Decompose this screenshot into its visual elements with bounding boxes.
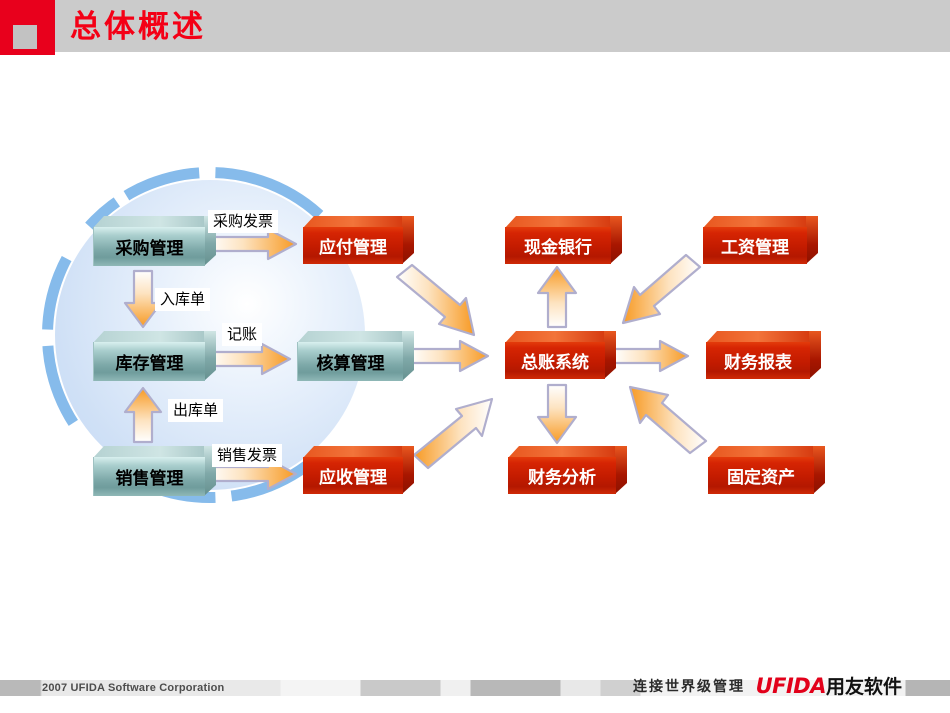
- box-cashbank[interactable]: 现金银行: [505, 216, 611, 264]
- box-side-face: [402, 216, 414, 264]
- arrow-gl-to-reports: [612, 339, 690, 373]
- arrow-assets-to-gl: [628, 385, 708, 455]
- flow-label-issue-note: 出库单: [168, 399, 224, 422]
- flow-label-receipt-note: 入库单: [155, 288, 211, 311]
- page-title: 总体概述: [70, 9, 206, 45]
- brand-name-en: UFIDA: [755, 674, 827, 698]
- arrow-receivable-to-gl: [412, 397, 494, 470]
- box-accounting[interactable]: 核算管理: [297, 331, 403, 381]
- box-top-face: [93, 216, 205, 228]
- box-top-face: [505, 331, 605, 343]
- box-label: 销售管理: [93, 457, 205, 496]
- box-sales[interactable]: 销售管理: [93, 446, 205, 496]
- box-label: 财务分析: [508, 457, 616, 494]
- footer-slogan: 连接世界级管理: [633, 679, 745, 695]
- box-label: 应收管理: [303, 457, 403, 494]
- box-receivable[interactable]: 应收管理: [303, 446, 403, 494]
- box-label: 库存管理: [93, 342, 205, 381]
- box-payroll[interactable]: 工资管理: [703, 216, 807, 264]
- box-side-face: [610, 216, 622, 264]
- box-top-face: [703, 216, 807, 228]
- arrow-sales-to-inventory: [123, 386, 163, 444]
- box-label: 总账系统: [505, 342, 605, 379]
- box-financial-analysis[interactable]: 财务分析: [508, 446, 616, 494]
- box-top-face: [303, 216, 403, 228]
- arrow-inventory-to-accounting: [206, 342, 292, 376]
- box-top-face: [508, 446, 616, 458]
- diagram-canvas: 采购管理 库存管理 销售管理 应付管理 核算管理 应收管理: [0, 55, 950, 670]
- box-top-face: [708, 446, 814, 458]
- flow-label-purchase-invoice: 采购发票: [208, 210, 279, 233]
- box-label: 工资管理: [703, 227, 807, 264]
- box-top-face: [303, 446, 403, 458]
- box-label: 财务报表: [706, 342, 810, 379]
- box-side-face: [615, 446, 627, 494]
- logo-inner-square: [13, 25, 37, 49]
- box-side-face: [204, 331, 216, 381]
- arrow-accounting-to-gl: [408, 339, 490, 373]
- arrow-payroll-to-gl: [621, 253, 702, 325]
- footer-brand: UFIDA用友软件: [756, 674, 902, 701]
- flow-label-sales-invoice: 销售发票: [212, 444, 283, 467]
- flow-label-bookkeeping: 记账: [222, 323, 263, 346]
- box-inventory[interactable]: 库存管理: [93, 331, 205, 381]
- box-top-face: [93, 446, 205, 458]
- box-label: 采购管理: [93, 227, 205, 266]
- box-payable[interactable]: 应付管理: [303, 216, 403, 264]
- box-top-face: [93, 331, 205, 343]
- box-top-face: [297, 331, 403, 343]
- arrow-purchase-to-inventory: [123, 269, 163, 329]
- brand-name-cn: 用友软件: [825, 676, 902, 698]
- box-label: 固定资产: [708, 457, 814, 494]
- header-band: [0, 0, 950, 52]
- arrow-layer: [123, 227, 708, 491]
- footer: 2007 UFIDA Software Corporation 连接世界级管理 …: [0, 670, 950, 713]
- footer-bar: [0, 680, 950, 696]
- arrow-payable-to-gl: [395, 263, 476, 337]
- arrow-gl-to-analysis: [536, 383, 578, 445]
- box-financial-reports[interactable]: 财务报表: [706, 331, 810, 379]
- arrow-purchase-to-payable: [206, 227, 298, 261]
- footer-copyright: 2007 UFIDA Software Corporation: [42, 682, 225, 694]
- box-side-face: [813, 446, 825, 494]
- box-side-face: [402, 331, 414, 381]
- box-label: 现金银行: [505, 227, 611, 264]
- box-top-face: [505, 216, 611, 228]
- box-side-face: [402, 446, 414, 494]
- box-general-ledger[interactable]: 总账系统: [505, 331, 605, 379]
- box-side-face: [809, 331, 821, 379]
- box-fixed-assets[interactable]: 固定资产: [708, 446, 814, 494]
- box-purchase[interactable]: 采购管理: [93, 216, 205, 266]
- box-label: 应付管理: [303, 227, 403, 264]
- arrow-gl-to-cashbank: [536, 265, 578, 329]
- ufida-logo-mark: [0, 0, 55, 55]
- box-label: 核算管理: [297, 342, 403, 381]
- box-top-face: [706, 331, 810, 343]
- box-side-face: [604, 331, 616, 379]
- box-side-face: [806, 216, 818, 264]
